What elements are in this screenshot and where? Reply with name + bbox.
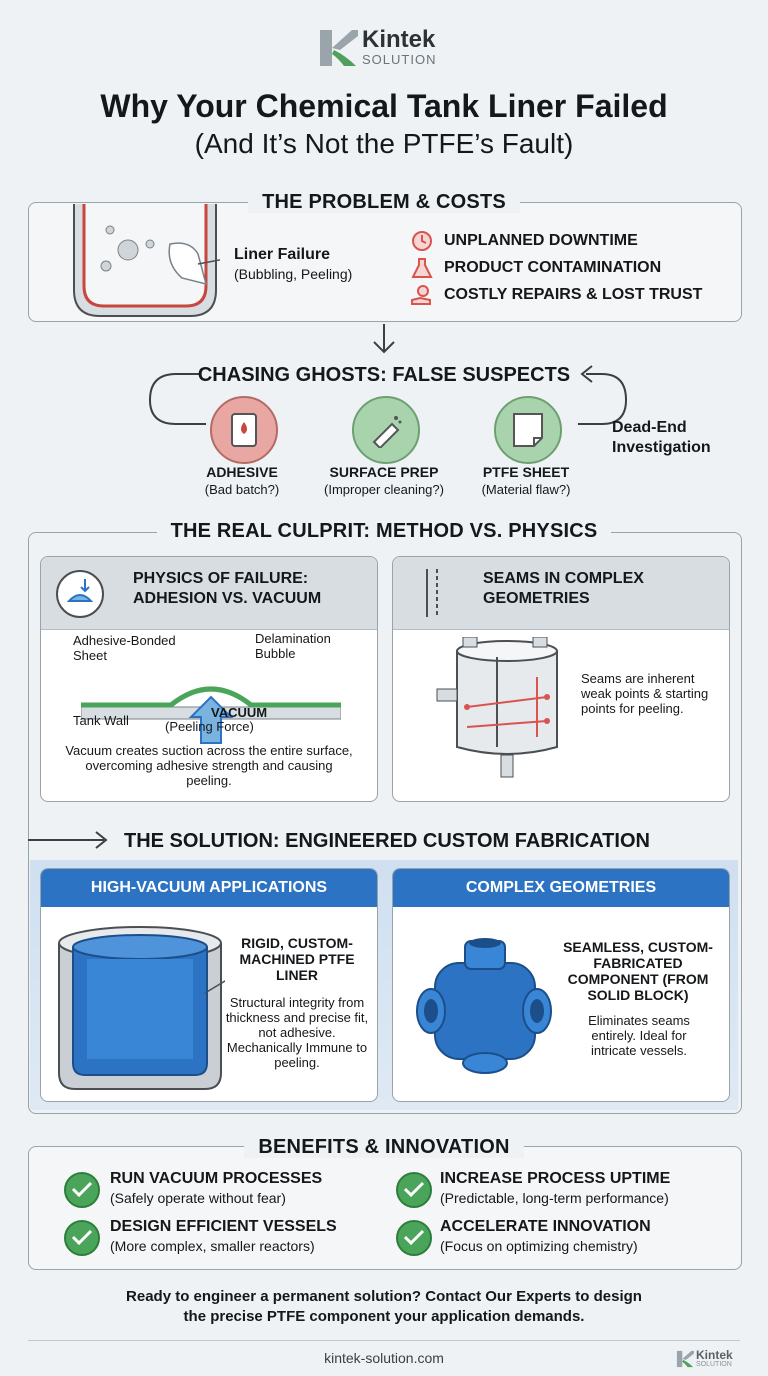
footer-url[interactable]: kintek-solution.com: [324, 1350, 444, 1366]
spray-icon: [372, 416, 402, 448]
seamless-component-diagram: [416, 938, 552, 1074]
clock-warning-icon: [412, 231, 432, 251]
problem-heading: THE PROBLEM & COSTS: [0, 191, 768, 214]
page-title: Why Your Chemical Tank Liner Failed: [100, 88, 668, 124]
physics-card: PHYSICS OF FAILURE: ADHESION VS. VACUUM …: [40, 556, 378, 802]
footer-brand: Kintek: [696, 1348, 733, 1362]
benefit-title: DESIGN EFFICIENT VESSELS: [110, 1218, 337, 1235]
cost-list: UNPLANNED DOWNTIME PRODUCT CONTAMINATION…: [410, 230, 730, 311]
ptfe-liner-label: RIGID, CUSTOM-MACHINED PTFE LINER: [239, 935, 355, 983]
liner-failure-label: Liner Failure: [234, 246, 331, 263]
failed-liner-icon: [73, 204, 220, 317]
suspect-label: PTFE SHEET: [482, 464, 570, 480]
check-icon: [396, 1172, 432, 1208]
cost-label: PRODUCT CONTAMINATION: [444, 259, 662, 276]
cost-item: COSTLY REPAIRS & LOST TRUST: [410, 284, 730, 311]
benefit-sub: (Predictable, long-term performance): [440, 1190, 669, 1206]
seams-title: SEAMS IN COMPLEX GEOMETRIES: [483, 570, 644, 607]
label-tank-wall: Tank Wall: [73, 713, 129, 728]
culprit-heading: THE REAL CULPRIT: METHOD VS. PHYSICS: [0, 520, 768, 543]
seamed-vessel-diagram: [436, 637, 558, 778]
vacuum-solution-caption: Structural integrity from thickness and …: [225, 995, 369, 1070]
seamless-component-label: SEAMLESS, CUSTOM-FABRICATED COMPONENT (F…: [563, 939, 713, 1003]
vacuum-solution-card: HIGH-VACUUM APPLICATIONS RIGID, CUSTOM-M…: [40, 868, 378, 1102]
footer-brand-sub: SOLUTION: [696, 1361, 732, 1368]
seam-lines-icon: [426, 569, 438, 617]
seams-card: SEAMS IN COMPLEX GEOMETRIES Seams are in…: [392, 556, 730, 802]
page-subtitle: (And It’s Not the PTFE’s Fault): [194, 128, 574, 159]
cost-item: UNPLANNED DOWNTIME: [410, 230, 730, 257]
complex-solution-title: COMPLEX GEOMETRIES: [393, 869, 729, 907]
adhesive-can-icon: [231, 413, 257, 447]
dead-end-label: Dead-End Investigation: [612, 419, 711, 456]
kintek-k-icon: [676, 1350, 694, 1368]
brand-logo: Kintek SOLUTION: [318, 26, 458, 70]
footer-logo: Kintek SOLUTION: [676, 1348, 756, 1372]
solution-heading: THE SOLUTION: ENGINEERED CUSTOM FABRICAT…: [124, 830, 650, 852]
cta-line1: Ready to engineer a permanent solution? …: [126, 1288, 642, 1305]
benefit-title: INCREASE PROCESS UPTIME: [440, 1170, 671, 1187]
ptfe-liner-diagram: [58, 926, 225, 1090]
label-adhesive-sheet: Adhesive-Bonded Sheet: [73, 633, 176, 663]
suspect-sub: (Improper cleaning?): [324, 482, 444, 497]
check-icon: [64, 1220, 100, 1256]
suspect-sub: (Bad batch?): [204, 482, 280, 497]
cost-label: COSTLY REPAIRS & LOST TRUST: [444, 286, 703, 303]
complex-solution-caption: Eliminates seams entirely. Ideal for int…: [588, 1013, 690, 1058]
suspect-sub: (Material flaw?): [481, 482, 571, 497]
vacuum-solution-title: HIGH-VACUUM APPLICATIONS: [41, 869, 377, 907]
benefits-heading: BENEFITS & INNOVATION: [0, 1136, 768, 1159]
benefit-sub: (Focus on optimizing chemistry): [440, 1238, 638, 1254]
benefit-title: RUN VACUUM PROCESSES: [110, 1170, 323, 1187]
suspect-surface-prep: [352, 396, 420, 464]
complex-solution-card: COMPLEX GEOMETRIES SEAMLESS, CUSTOM-FABR…: [392, 868, 730, 1102]
label-peeling-force: (Peeling Force): [165, 719, 254, 734]
sheet-icon: [513, 413, 543, 447]
delamination-diagram: [81, 686, 341, 744]
check-icon: [64, 1172, 100, 1208]
benefit-sub: (More complex, smaller reactors): [110, 1238, 315, 1254]
check-icon: [396, 1220, 432, 1256]
flask-warning-icon: [411, 258, 433, 278]
physics-title: PHYSICS OF FAILURE: ADHESION VS. VACUUM: [133, 570, 322, 607]
brand-name: Kintek: [362, 26, 436, 53]
suspect-label: ADHESIVE: [206, 464, 278, 480]
footer-divider: [28, 1340, 740, 1341]
suspect-ptfe-sheet: [494, 396, 562, 464]
label-vacuum: VACUUM: [211, 705, 268, 720]
cta-line2: the precise PTFE component your applicat…: [183, 1308, 585, 1325]
liner-failure-sub: (Bubbling, Peeling): [234, 266, 353, 282]
brand-sub: SOLUTION: [362, 52, 437, 67]
seams-caption: Seams are inherent weak points & startin…: [581, 671, 709, 716]
money-hand-icon: [411, 285, 431, 305]
kintek-k-icon: [320, 30, 358, 66]
solution-arrow: [28, 831, 108, 849]
benefit-sub: (Safely operate without fear): [110, 1190, 286, 1206]
benefit-title: ACCELERATE INNOVATION: [440, 1218, 651, 1235]
loop-arrow: [148, 365, 628, 425]
cost-item: PRODUCT CONTAMINATION: [410, 257, 730, 284]
physics-caption: Vacuum creates suction across the entire…: [65, 743, 353, 788]
label-delamination-bubble: Delamination Bubble: [255, 631, 331, 661]
suspect-adhesive: [210, 396, 278, 464]
cost-label: UNPLANNED DOWNTIME: [444, 232, 638, 249]
down-arrow-icon: [373, 324, 395, 354]
vacuum-cup-icon: [56, 570, 104, 618]
ghosts-heading: CHASING GHOSTS: FALSE SUSPECTS: [197, 364, 571, 386]
benefits-section: [28, 1146, 742, 1270]
suspect-label: SURFACE PREP: [329, 464, 439, 480]
